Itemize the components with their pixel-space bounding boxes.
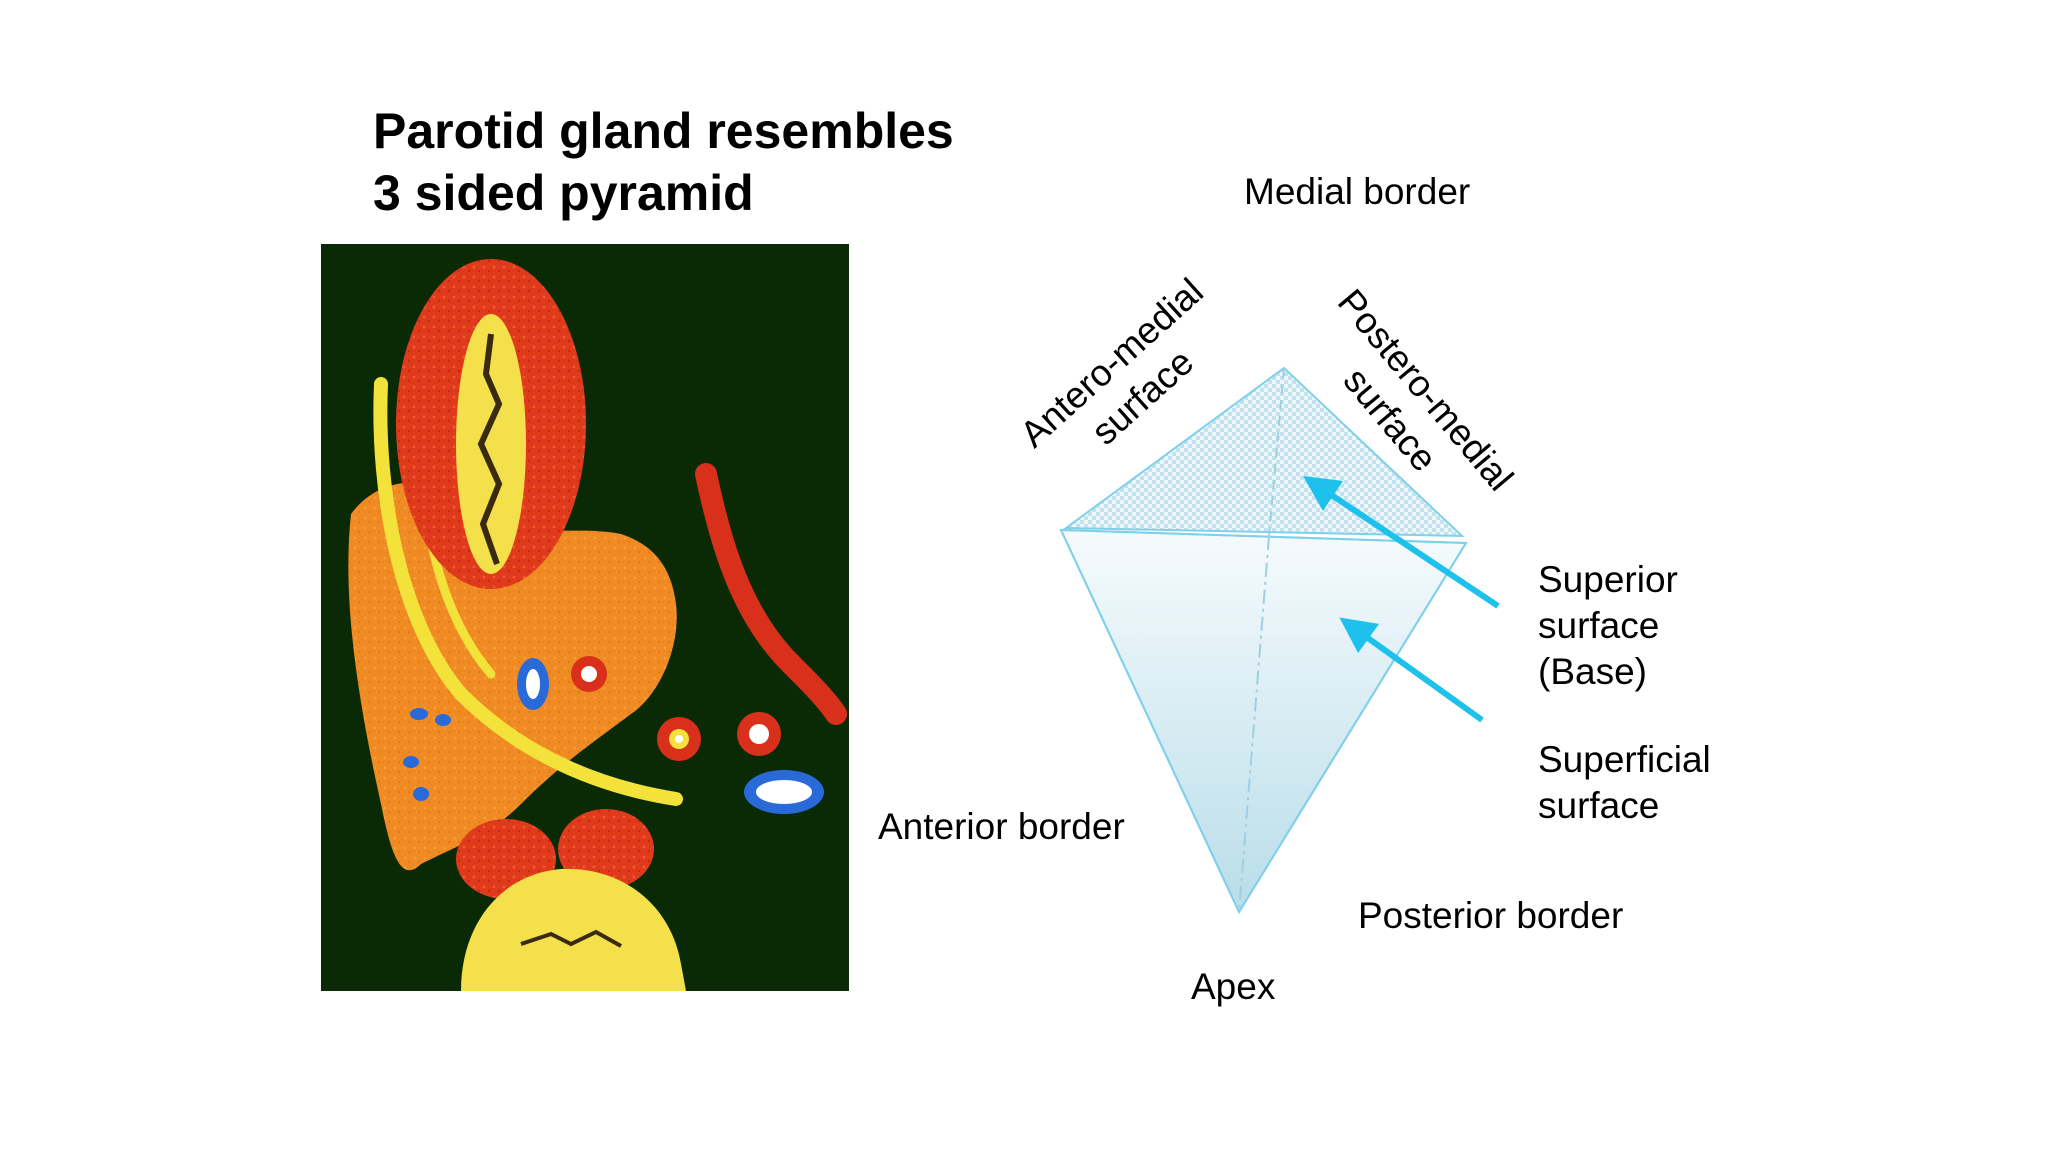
superficial-surface-face [1059,528,1468,915]
posterior-border-edge [1238,542,1467,913]
slide-title: Parotid gland resembles 3 sided pyramid [373,100,954,224]
posterior-border-label: Posterior border [1358,895,1624,936]
superficial-label-line1: Superficial [1538,739,1711,780]
title-line-1: Parotid gland resembles [373,103,954,159]
parotid-gland-shape [348,482,677,871]
superior-label-line3: (Base) [1538,651,1647,692]
superior-label-line2: surface [1538,605,1660,646]
superior-surface-arrow [1303,476,1500,609]
posterior-muscle-band [695,463,847,725]
parotid-cross-section-illustration [321,244,849,991]
hidden-medial-edge [1238,535,1270,913]
vertebra-shape [461,868,686,991]
ramus-texture [477,333,503,565]
medial-border-edge [1268,367,1285,537]
superficial-label-line2: surface [1538,785,1660,826]
superficial-surface-arrow [1339,617,1484,723]
superior-label-line1: Superior [1538,559,1678,600]
superior-surface-face [1063,366,1465,538]
medial-border-label: Medial border [1244,171,1471,212]
anterior-border-label: Anterior border [878,806,1125,847]
superficial-surface-label: Superficial surface [1538,737,1711,829]
anterior-border-edge [1060,529,1240,913]
superior-surface-label: Superior surface (Base) [1538,557,1678,695]
facial-nerve-line-1 [373,377,683,806]
ramus-marrow-shape [456,314,526,574]
title-line-2: 3 sided pyramid [373,165,754,221]
apex-label: Apex [1191,966,1276,1007]
